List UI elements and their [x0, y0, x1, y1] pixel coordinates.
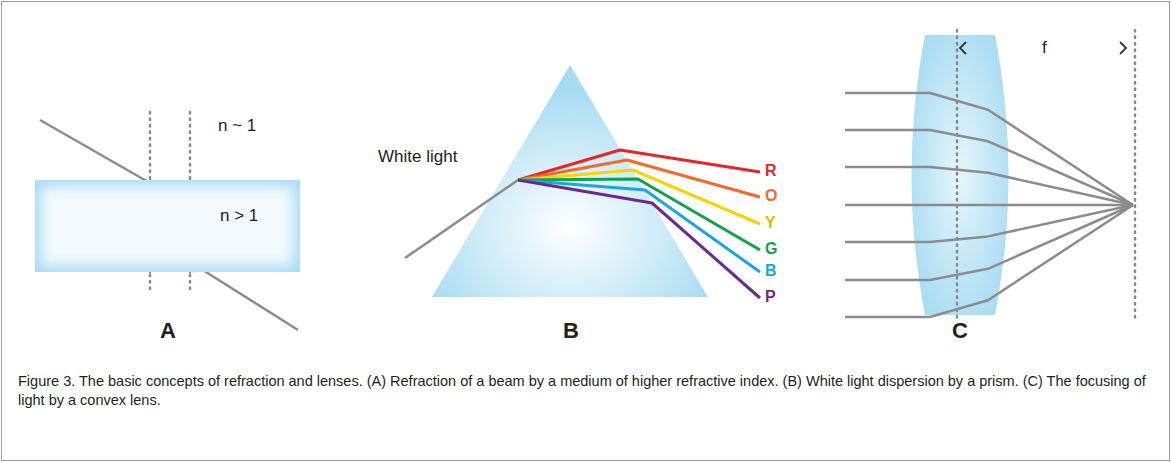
light-ray — [845, 205, 1133, 280]
light-ray — [845, 93, 1133, 205]
panel-label: C — [952, 318, 968, 343]
color-label: R — [765, 162, 777, 180]
lens-plane-line — [956, 30, 959, 322]
panel-label: B — [563, 318, 579, 343]
light-label: White light — [378, 147, 457, 167]
light-rays — [845, 93, 1133, 317]
blue-ray — [518, 180, 760, 272]
color-label: G — [765, 240, 777, 258]
light-ray — [845, 167, 1133, 205]
panel-label: A — [160, 318, 176, 343]
color-label: P — [765, 288, 776, 306]
dimension-arrow — [960, 42, 966, 54]
light-ray — [845, 204, 1133, 207]
color-label: O — [765, 187, 777, 205]
purple-ray — [518, 180, 760, 298]
figure-caption: Figure 3. The basic concepts of refracti… — [18, 372, 1153, 410]
light-ray — [845, 130, 1133, 205]
dimension-arrow — [1120, 42, 1126, 54]
glass-slab: n > 1 — [35, 180, 300, 272]
refractive-index-label: n > 1 — [220, 206, 258, 226]
focal-plane-line — [1134, 30, 1137, 322]
color-label: Y — [765, 214, 776, 232]
white-light-ray — [405, 180, 518, 258]
light-ray — [845, 205, 1133, 317]
color-label: B — [765, 262, 777, 280]
refractive-index-label: n ~ 1 — [218, 116, 256, 136]
focal-length-label: f — [1042, 38, 1047, 58]
